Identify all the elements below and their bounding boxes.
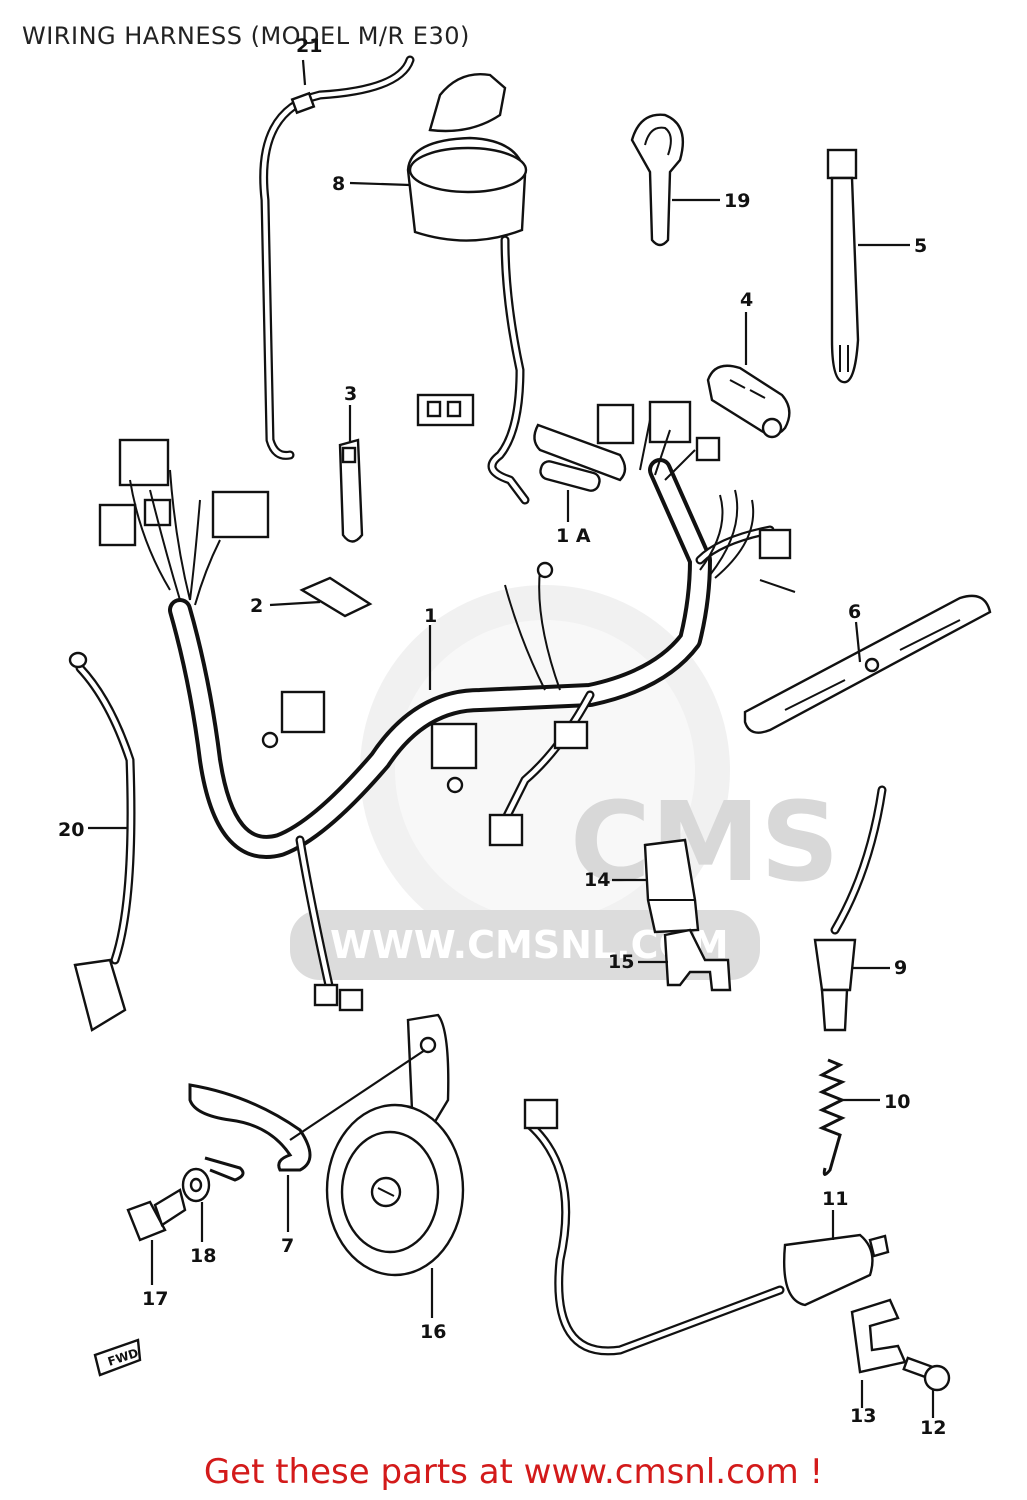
- callout-labels: 21 8 19 5 4 3 1 A 2 1 6 20 14 15 9 10 11…: [58, 35, 946, 1439]
- part-13-bracket: [850, 1298, 907, 1374]
- watermark-logo: CMS: [570, 778, 839, 906]
- part-1a-fuse: [539, 460, 601, 492]
- part-20-lead-wire: [68, 651, 136, 1032]
- callout-16: 16: [420, 1321, 446, 1343]
- callout-7: 7: [281, 1235, 294, 1257]
- part-4-fuse-holder: [706, 364, 791, 439]
- part-19-key: [630, 113, 685, 247]
- callout-20: 20: [58, 819, 84, 841]
- callout-10: 10: [884, 1091, 910, 1113]
- part-21-lead-wire: [259, 55, 415, 460]
- callout-1: 1: [424, 605, 437, 627]
- callout-8: 8: [332, 173, 345, 195]
- callout-12: 12: [920, 1417, 946, 1439]
- diagram-title: WIRING HARNESS (MODEL M/R E30): [22, 22, 470, 50]
- part-6-bracket: [743, 594, 992, 734]
- callout-17: 17: [142, 1288, 168, 1310]
- callout-15: 15: [608, 951, 634, 973]
- part-18-washer: [181, 1167, 211, 1203]
- part-8-ignition-switch: [406, 73, 530, 505]
- callout-19: 19: [724, 190, 750, 212]
- callout-2: 2: [250, 595, 263, 617]
- footer-link-text[interactable]: Get these parts at www.cmsnl.com !: [203, 1452, 824, 1492]
- callout-3: 3: [344, 383, 357, 405]
- callout-1a: 1 A: [556, 525, 591, 547]
- part-14-relay: [643, 838, 700, 934]
- part-3-clip: [338, 438, 364, 543]
- part-5-band: [826, 148, 860, 384]
- part-11-brake-switch: [523, 1098, 890, 1356]
- callout-6: 6: [848, 601, 861, 623]
- part-12-screw: [902, 1356, 951, 1392]
- part-16-horn: [325, 1013, 465, 1277]
- part-9-switch: [813, 785, 887, 1032]
- callout-18: 18: [190, 1245, 216, 1267]
- part-15-bracket: [663, 928, 732, 992]
- part-1-wiring-harness: [98, 400, 796, 1012]
- direction-marker: FWD: [93, 1338, 142, 1377]
- callout-11: 11: [822, 1188, 848, 1210]
- callout-21: 21: [296, 35, 322, 57]
- callout-4: 4: [740, 289, 753, 311]
- part-10-spring: [818, 1058, 846, 1176]
- leader-lines: [88, 59, 935, 1418]
- part-7-bracket: [188, 1083, 312, 1182]
- part-17-bolt: [126, 1188, 187, 1242]
- callout-13: 13: [850, 1405, 876, 1427]
- part-2-pad: [299, 576, 373, 618]
- callout-5: 5: [914, 235, 927, 257]
- callout-14: 14: [584, 869, 610, 891]
- callout-9: 9: [894, 957, 907, 979]
